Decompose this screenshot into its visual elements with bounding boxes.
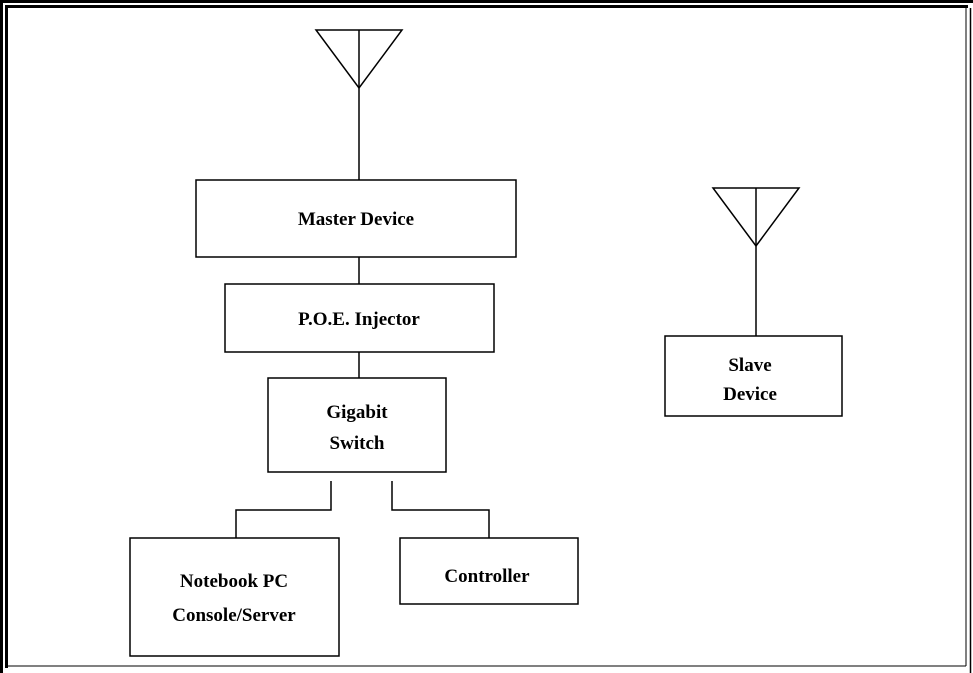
master-device-box: Master Device	[195, 179, 517, 258]
notebook-pc-label-line2: Console/Server	[172, 605, 296, 626]
connector-line	[235, 481, 332, 538]
slave-device-box: Slave Device	[664, 335, 843, 417]
master-device-label: Master Device	[298, 209, 414, 230]
poe-injector-label: P.O.E. Injector	[298, 309, 420, 330]
antenna-icon	[711, 187, 801, 336]
notebook-pc-label-line1: Notebook PC	[180, 571, 288, 592]
gigabit-switch-box: Gigabit Switch	[267, 377, 447, 473]
gigabit-switch-label-line2: Switch	[330, 433, 385, 454]
connector-line	[391, 481, 490, 538]
poe-injector-box: P.O.E. Injector	[224, 283, 495, 353]
slave-device-label-line1: Slave	[728, 355, 771, 376]
notebook-pc-box: Notebook PC Console/Server	[129, 537, 340, 657]
controller-box: Controller	[399, 537, 579, 605]
slave-device-label-line2: Device	[723, 384, 777, 405]
controller-label: Controller	[444, 566, 530, 587]
antenna-icon	[314, 29, 404, 180]
gigabit-switch-label-line1: Gigabit	[326, 402, 388, 423]
